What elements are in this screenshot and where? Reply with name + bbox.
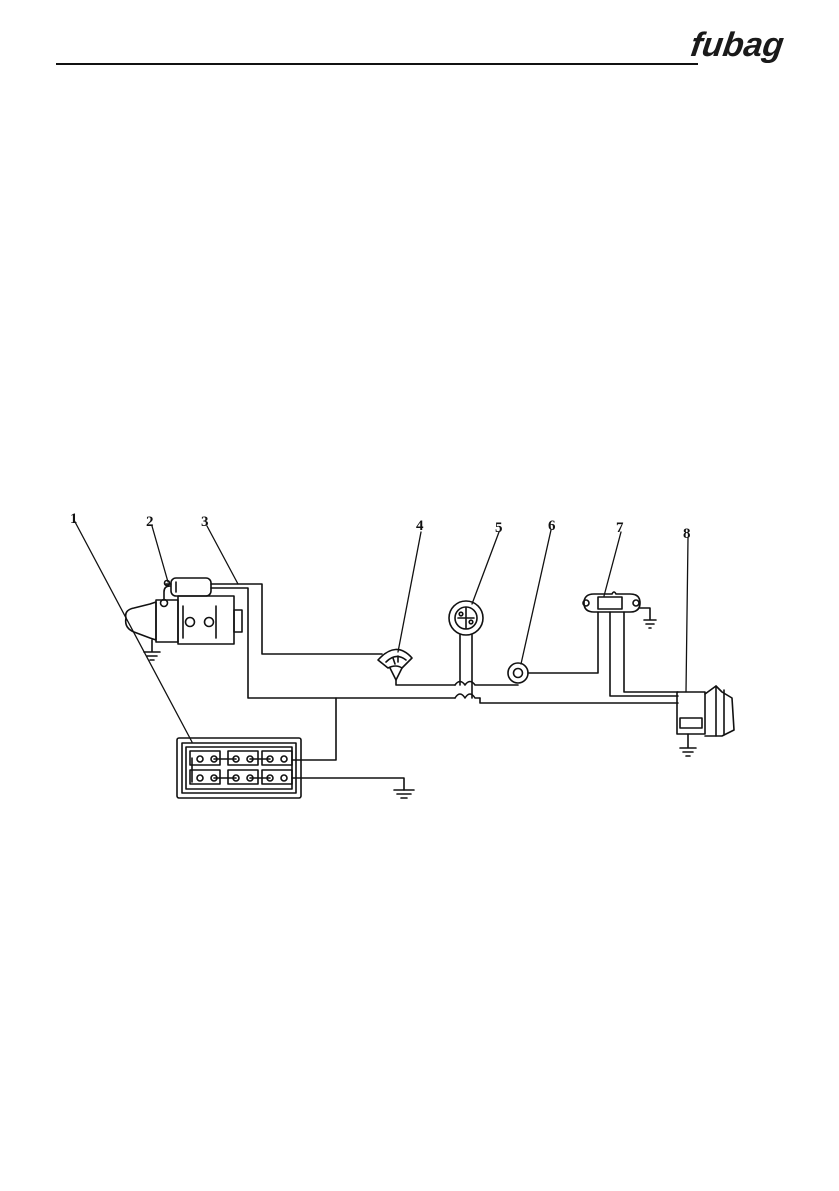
starter-motor: [126, 578, 242, 660]
alternator: [677, 686, 734, 756]
gauge: [378, 649, 412, 680]
callout-2: 2: [146, 514, 154, 530]
ignition-switch: [449, 601, 483, 635]
callout-8: 8: [683, 526, 691, 542]
callout-5: 5: [495, 520, 503, 536]
leader-lines: [74, 520, 688, 742]
fuse-box: [177, 738, 301, 798]
callout-4: 4: [416, 518, 424, 534]
brand-logo-text: fubag: [690, 26, 786, 64]
oval-sensor: [583, 592, 656, 628]
callout-6: 6: [548, 518, 556, 534]
wiring-diagram: 1 2 3 4 5 6 7 8: [0, 500, 839, 820]
callout-3: 3: [201, 514, 209, 530]
header-divider: [56, 63, 698, 65]
sender: [508, 663, 528, 683]
callout-1: 1: [70, 511, 78, 527]
fubag-logo: fubag: [690, 24, 786, 68]
callout-7: 7: [616, 520, 624, 536]
wiring-harness: [211, 584, 678, 798]
